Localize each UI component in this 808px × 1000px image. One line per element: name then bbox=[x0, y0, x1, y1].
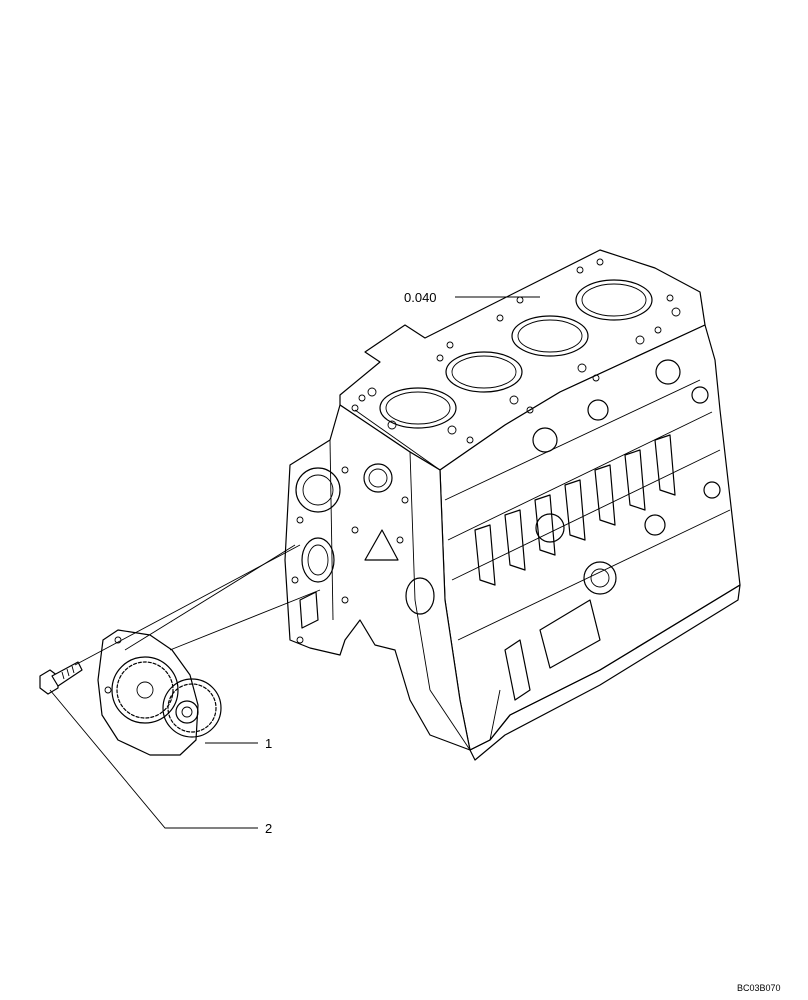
figure-reference-code: BC03B070 bbox=[737, 983, 781, 993]
engine-block bbox=[284, 249, 741, 761]
callout-engine-block: 0.040 bbox=[404, 290, 437, 305]
callout-oil-pump: 1 bbox=[265, 736, 273, 751]
screw bbox=[39, 661, 83, 695]
leader-lines bbox=[49, 296, 540, 829]
callout-screw: 2 bbox=[265, 821, 273, 836]
oil-pump bbox=[97, 629, 222, 756]
